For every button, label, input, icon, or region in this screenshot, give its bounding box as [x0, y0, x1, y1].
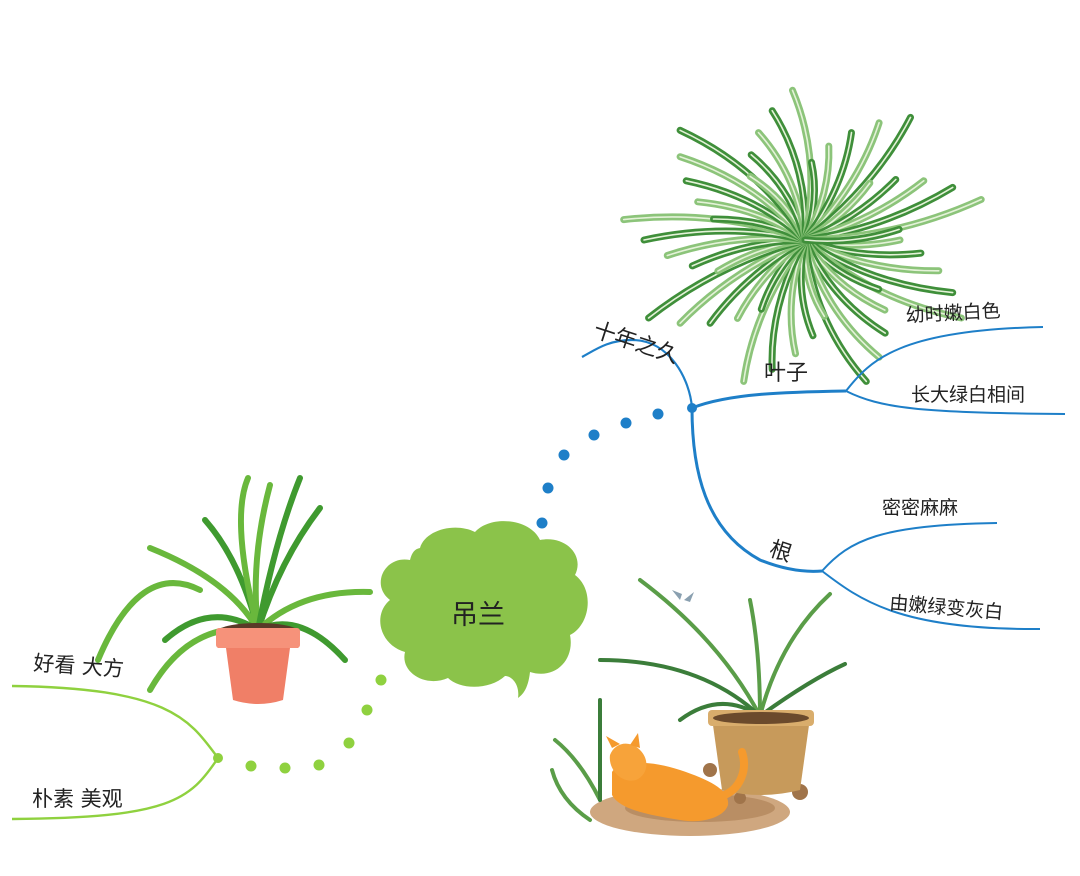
green-leaf-label-1: 好看 大方: [33, 651, 125, 681]
spider-plant-pot: [98, 478, 370, 704]
blue-leaf-label-3: 密密麻麻: [882, 497, 958, 519]
blue-junction-node: [687, 403, 697, 413]
blue-leaf-label-1: 幼时嫩白色: [905, 300, 1001, 327]
green-junction-node: [213, 753, 223, 763]
cat-with-plant: [552, 580, 845, 836]
spider-plant-top-view: [624, 90, 982, 381]
blue-branch-lines: [582, 327, 1065, 629]
blue-branch-main-label: 十年之久: [590, 318, 681, 369]
blue-leaf-label-2: 长大绿白相间: [911, 384, 1025, 406]
blue-leaf-label-4: 由嫩绿变灰白: [889, 592, 1004, 624]
green-leaf-label-2: 朴素 美观: [32, 787, 123, 811]
blue-dotted-connector: [537, 409, 664, 529]
center-topic-label: 吊兰: [451, 600, 505, 631]
blue-sub-label-leaves: 叶子: [764, 361, 808, 386]
